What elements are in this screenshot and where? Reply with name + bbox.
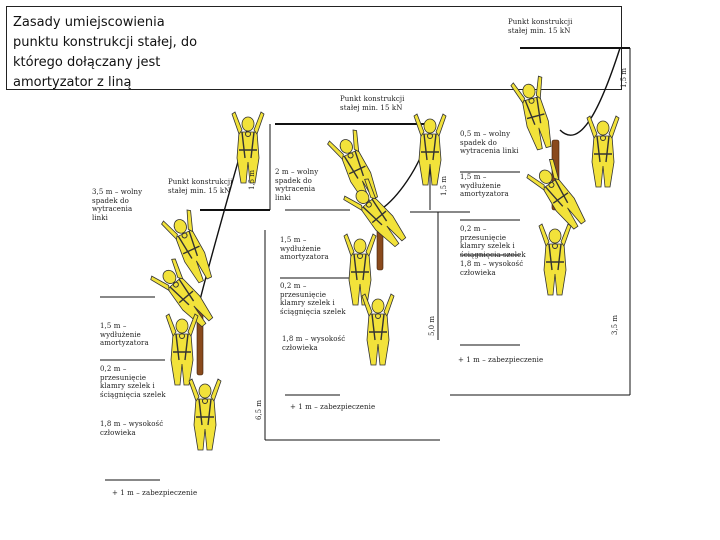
dim-total-right: 3,5 m xyxy=(611,315,619,335)
anchor-label-top-right: Punkt konstrukcji stałej min. 15 kN xyxy=(508,18,573,35)
height-label-left: 1,8 m – wysokość człowieka xyxy=(100,420,164,437)
absorber-label-right: 1,5 m – wydłużenie amortyzatora xyxy=(460,173,509,198)
harness-shift-label-right: 0,2 m – przesunięcie klamry szelek i ści… xyxy=(460,225,526,259)
dim-top-right: 1,5 m xyxy=(620,68,628,88)
absorber-label-left: 1,5 m – wydłużenie amortyzatora xyxy=(100,322,149,347)
free-fall-35-label: 3,5 m – wolny spadek do wytracenia linki xyxy=(92,188,143,222)
absorber-label-middle: 1,5 m – wydłużenie amortyzatora xyxy=(280,236,329,261)
free-fall-2-label: 2 m – wolny spadek do wytracenia linki xyxy=(275,168,319,202)
dim-mid-left: 1,5 m xyxy=(248,170,256,190)
anchor-label-left: Punkt konstrukcji stałej min. 15 kN xyxy=(168,178,233,195)
safety-label-middle: + 1 m – zabezpieczenie xyxy=(290,403,376,411)
dim-mid-right: 1,5 m xyxy=(440,176,448,196)
dim-total-left: 6,5 m xyxy=(255,400,263,420)
dimension-lines xyxy=(100,48,631,481)
height-label-middle: 1,8 m – wysokość człowieka xyxy=(282,335,346,352)
diagram-title: Zasady umiejscowienia punktu konstrukcji… xyxy=(13,15,198,90)
free-fall-05-label: 0,5 m – wolny spadek do wytracenia linki xyxy=(460,130,519,155)
title-box: Zasady umiejscowienia punktu konstrukcji… xyxy=(6,6,622,90)
worker-figures xyxy=(148,74,620,451)
height-label-right: 1,8 m – wysokość człowieka xyxy=(460,260,524,277)
anchor-label-middle: Punkt konstrukcji stałej min. 15 kN xyxy=(340,95,405,112)
safety-label-left: + 1 m – zabezpieczenie xyxy=(112,489,198,497)
harness-shift-label-left: 0,2 m – przesunięcie klamry szelek i ści… xyxy=(100,365,166,399)
dim-total-middle: 5,0 m xyxy=(428,316,436,336)
platform-left xyxy=(200,124,271,211)
harness-shift-label-middle: 0,2 m – przesunięcie klamry szelek i ści… xyxy=(280,282,346,316)
safety-label-right: + 1 m – zabezpieczenie xyxy=(458,356,544,364)
